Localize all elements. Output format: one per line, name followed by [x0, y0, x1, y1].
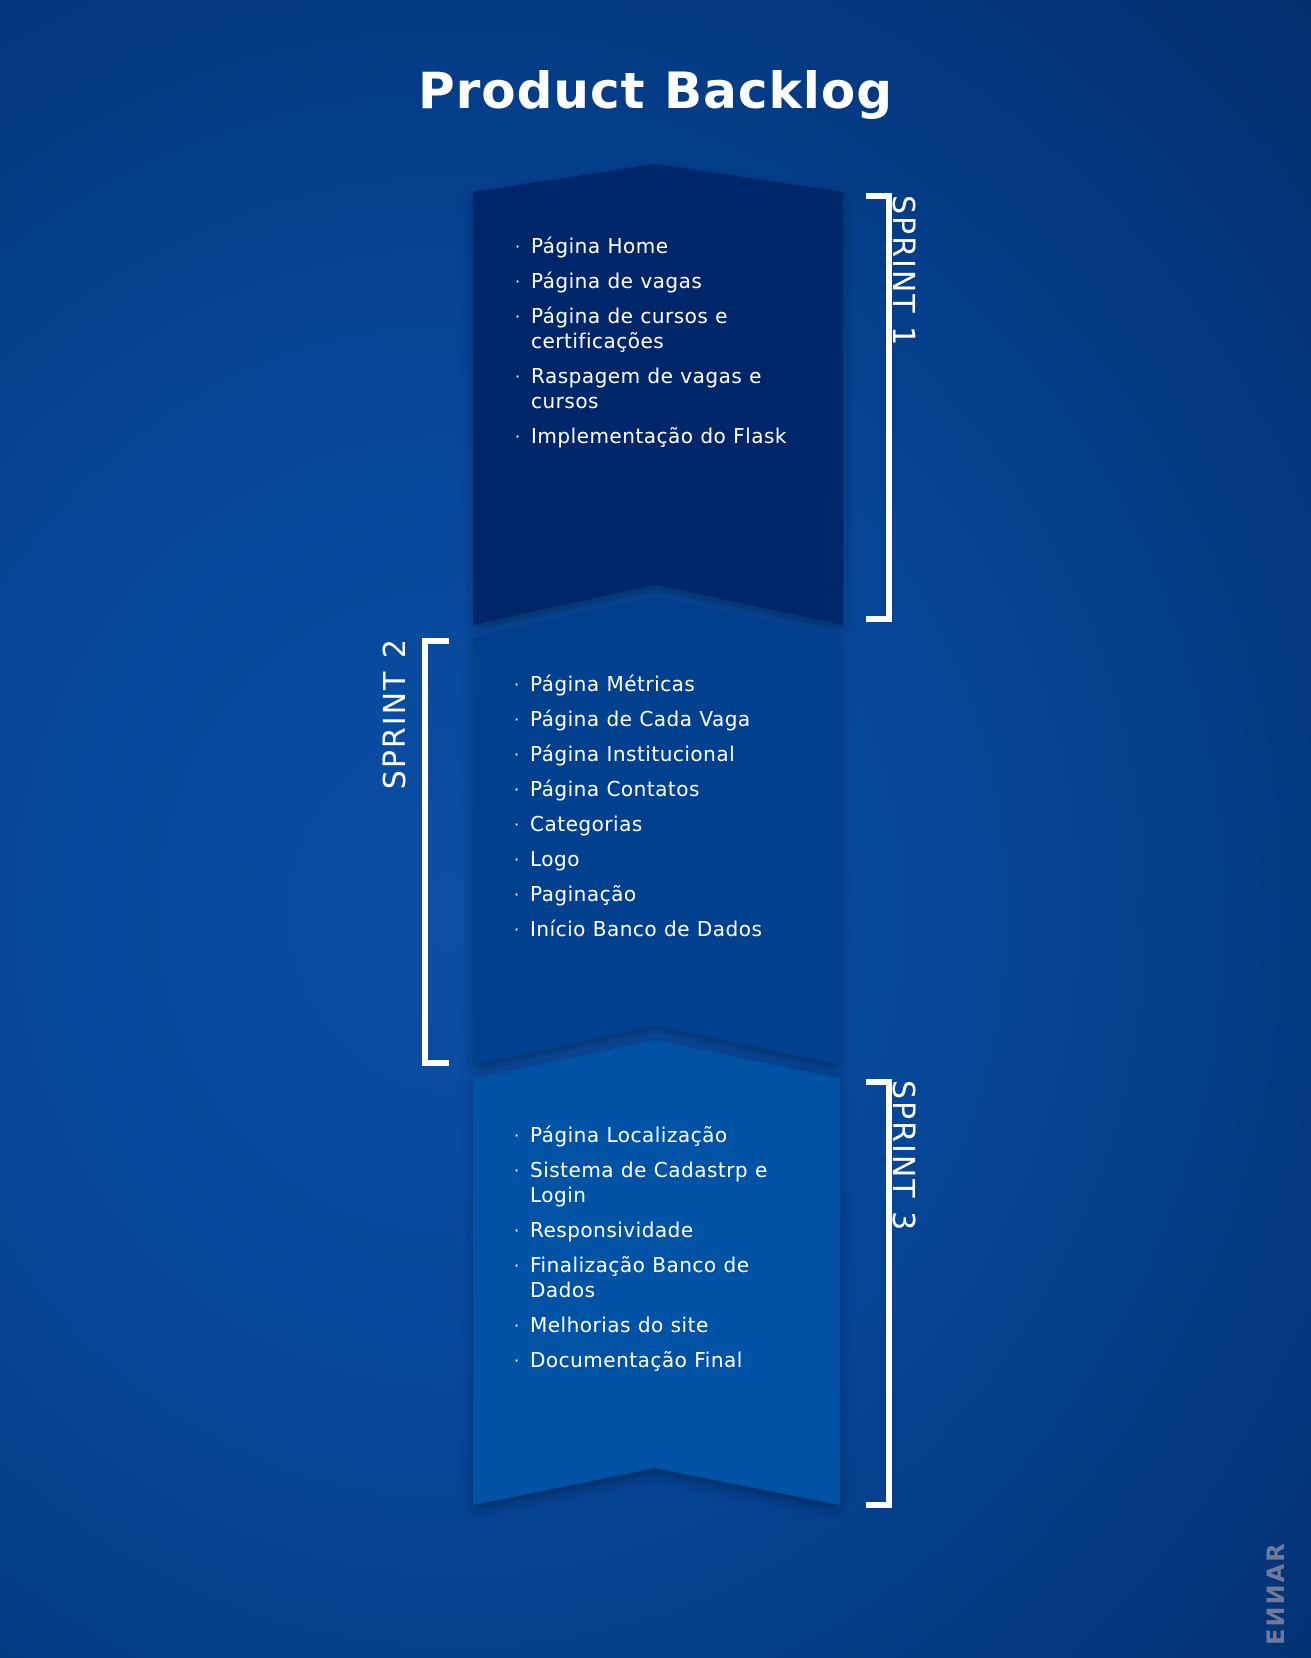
sprint-2-label: SPRINT 2 — [378, 637, 413, 790]
list-item: Página de vagas — [515, 269, 815, 294]
list-item: Página Contatos — [514, 777, 814, 802]
list-item: Página Home — [515, 234, 815, 259]
sprint-1-items: Página Home Página de vagas Página de cu… — [515, 234, 815, 459]
list-item: Implementação do Flask — [515, 424, 815, 449]
list-item: Finalização Banco de Dados — [514, 1253, 814, 1303]
list-item: Página de cursos e certificações — [515, 304, 815, 354]
brand-logo: ЕИИАR — [1262, 1541, 1290, 1645]
sprint-1-bracket — [866, 193, 892, 622]
list-item: Documentação Final — [514, 1348, 814, 1373]
list-item: Melhorias do site — [514, 1313, 814, 1338]
list-item: Página Localização — [514, 1123, 814, 1148]
list-item: Categorias — [514, 812, 814, 837]
sprint-3-label: SPRINT 3 — [885, 1080, 920, 1233]
sprint-3-bracket — [866, 1079, 892, 1508]
sprint-3-items: Página Localização Sistema de Cadastrp e… — [514, 1123, 814, 1383]
page-title: Product Backlog — [417, 62, 893, 120]
list-item: Raspagem de vagas e cursos — [515, 364, 815, 414]
list-item: Logo — [514, 847, 814, 872]
list-item: Sistema de Cadastrp e Login — [514, 1158, 814, 1208]
list-item: Página Métricas — [514, 672, 814, 697]
list-item: Página de Cada Vaga — [514, 707, 814, 732]
sprint-2-items: Página Métricas Página de Cada Vaga Pági… — [514, 672, 814, 952]
sprint-2-bracket — [422, 638, 449, 1066]
list-item: Responsividade — [514, 1218, 814, 1243]
sprint-1-label: SPRINT 1 — [885, 195, 920, 348]
list-item: Início Banco de Dados — [514, 917, 814, 942]
list-item: Paginação — [514, 882, 814, 907]
list-item: Página Institucional — [514, 742, 814, 767]
